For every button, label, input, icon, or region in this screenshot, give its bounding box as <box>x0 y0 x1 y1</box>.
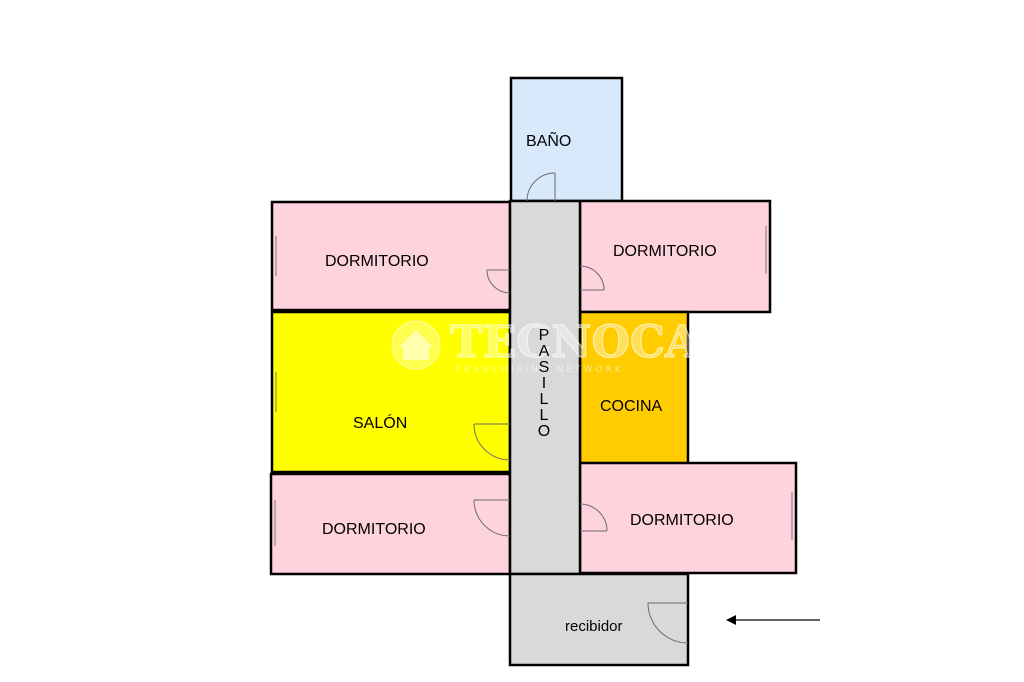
room-dormitorio-top-left <box>270 200 512 312</box>
label-salon: SALÓN <box>353 413 407 432</box>
room-bano <box>509 76 624 203</box>
label-dormitorio-bottom-right: DORMITORIO <box>630 512 734 529</box>
door-dormitorio-top-right <box>579 265 605 291</box>
door-dormitorio-top-left <box>486 269 511 294</box>
room-recibidor <box>508 572 690 667</box>
label-dormitorio-bottom-left: DORMITORIO <box>322 521 426 538</box>
door-dormitorio-bottom-left <box>473 499 511 537</box>
room-pasillo <box>508 199 582 576</box>
label-cocina: COCINA <box>600 398 663 415</box>
room-salon <box>270 310 512 474</box>
door-dormitorio-bottom-right <box>579 503 608 532</box>
house-icon <box>391 320 441 370</box>
label-bano: BAÑO <box>526 130 571 150</box>
label-dormitorio-top-right: DORMITORIO <box>613 243 717 260</box>
door-bano <box>526 172 556 202</box>
label-dormitorio-top-left: DORMITORIO <box>325 253 429 270</box>
label-recibidor: recibidor <box>565 618 623 635</box>
watermark-subtitle: FRANCHISING NETWORK <box>456 365 624 375</box>
watermark-brand: TECNOCASA <box>450 317 766 368</box>
arrow-left-icon <box>726 615 820 625</box>
door-recibidor <box>647 602 689 644</box>
door-salon <box>473 423 511 461</box>
room-dormitorio-top-right <box>578 199 772 314</box>
watermark: TECNOCASA FRANCHISING NETWORK <box>391 316 766 375</box>
room-dormitorio-bottom-left <box>269 472 512 576</box>
